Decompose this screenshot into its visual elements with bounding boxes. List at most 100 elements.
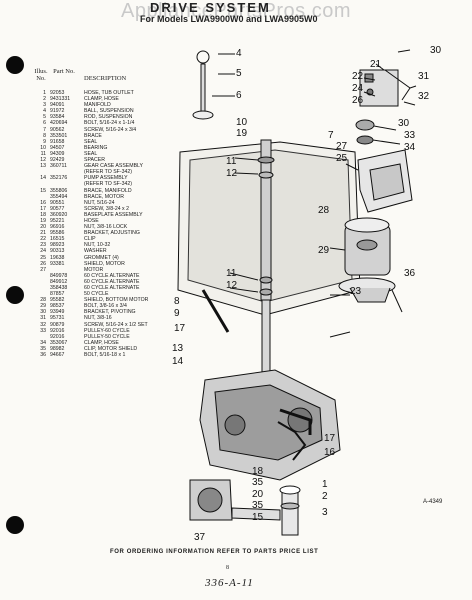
- part-no-header: Part No.: [53, 68, 75, 75]
- illus-no: 31: [40, 315, 46, 322]
- part-description: BRACE, MANIFOLD: [84, 187, 132, 194]
- part-no: 96916: [50, 224, 65, 231]
- part-no: 98537: [50, 303, 65, 310]
- callout-36: 36: [404, 268, 416, 279]
- part-no: 90313: [50, 248, 65, 255]
- part-description: SPACER: [84, 157, 105, 164]
- callout-22: 22: [352, 71, 364, 82]
- callout-31: 31: [418, 71, 430, 82]
- page-subtitle: For Models LWA9900W0 and LWA9905W0: [140, 14, 318, 24]
- illus-no: 10: [40, 144, 46, 151]
- part-no: 92016: [50, 333, 65, 340]
- illus-no: 20: [40, 224, 46, 231]
- part-no: 92053: [50, 90, 65, 96]
- part-no: 355806: [50, 187, 68, 194]
- part-description: BALL, SUSPENSION: [84, 108, 134, 115]
- illus-no: 4: [43, 108, 46, 115]
- illus-no: 17: [40, 205, 46, 212]
- callout-17a: 17: [174, 323, 186, 334]
- callout-20: 20: [252, 489, 264, 500]
- part-description: NUT, 3/8-16: [84, 315, 112, 322]
- part-description: SHIELD, BOTTOM MOTOR: [84, 297, 149, 304]
- illus-no: 23: [40, 242, 46, 249]
- part-no: 360711: [50, 163, 67, 170]
- part-description: CLIP, MOTOR SHIELD: [84, 345, 138, 352]
- part-no: 352176: [50, 175, 68, 182]
- binder-hole-middle: [6, 286, 24, 304]
- brace-left: [201, 289, 230, 333]
- suspension-rod: [200, 63, 206, 115]
- illus-no: 12: [40, 157, 46, 164]
- part-description: CLAMP, HOSE: [84, 339, 119, 346]
- illus-no: 36: [40, 352, 46, 359]
- illus-no: 21: [40, 230, 46, 237]
- callout-9: 9: [174, 308, 180, 319]
- callout-23: 23: [350, 286, 362, 297]
- part-no: 92429: [50, 157, 65, 164]
- part-description: (REFER TO SF-342): [84, 181, 132, 188]
- part-no: 98923: [50, 242, 65, 249]
- callout-17b: 17: [324, 433, 336, 444]
- callout-29: 29: [318, 245, 330, 256]
- page-number: 8: [226, 565, 229, 571]
- part-no: 849978: [50, 272, 68, 279]
- illus-no: 5: [43, 114, 46, 121]
- illus-no: 3: [43, 102, 46, 109]
- part-no: 90562: [50, 126, 65, 133]
- part-no: 849912: [50, 278, 68, 285]
- illus-no: 8: [43, 132, 46, 139]
- part-no: 90577: [50, 205, 65, 212]
- motor-pulley: [355, 119, 375, 131]
- binder-hole-top: [6, 56, 24, 74]
- part-description: PULLEY-60 CYCLE: [84, 327, 130, 334]
- brace-right: [279, 408, 312, 435]
- binder-hole-bottom: [6, 516, 24, 534]
- illus-no: 30: [40, 309, 46, 316]
- part-description: SEAL: [84, 150, 98, 157]
- part-description: BRACE, MOTOR: [84, 193, 124, 200]
- illus-no: 32: [40, 321, 46, 328]
- part-description: BOLT, 5/16-24 x 1-1/4: [84, 120, 135, 127]
- illus-no: 14: [40, 175, 46, 182]
- part-no: 95586: [50, 230, 65, 237]
- part-description: HOSE, TUB OUTLET: [84, 90, 134, 96]
- part-description: BRACE: [84, 132, 102, 139]
- part-description: PULLEY-50 CYCLE: [84, 333, 130, 340]
- part-no: 16515: [50, 236, 65, 243]
- part-description: (REFER TO SF-342): [84, 169, 132, 176]
- callout-25: 25: [336, 153, 348, 164]
- callout-12a: 12: [226, 168, 238, 179]
- part-description: WASHER: [84, 248, 107, 255]
- part-description: MANIFOLD: [84, 102, 111, 109]
- callout-12b: 12: [226, 280, 238, 291]
- part-no: 95221: [50, 217, 65, 224]
- part-no: 19638: [50, 254, 65, 261]
- center-post: [260, 139, 272, 301]
- part-description: GROMMET (4): [84, 254, 119, 261]
- callout-35a: 35: [252, 477, 264, 488]
- part-description: NUT, 10-32: [84, 242, 111, 249]
- illus-no: 34: [40, 339, 46, 346]
- part-no: 420694: [50, 120, 68, 127]
- part-description: BOLT, 3/8-16 x 3/4: [84, 303, 127, 310]
- part-description: SEAL: [84, 138, 98, 145]
- part-description: NUT, 5/16-24: [84, 199, 115, 206]
- parts-list-row: (REFER TO SF-342): [30, 169, 170, 175]
- parts-list-row: 23 98923 NUT, 10-32: [30, 242, 170, 248]
